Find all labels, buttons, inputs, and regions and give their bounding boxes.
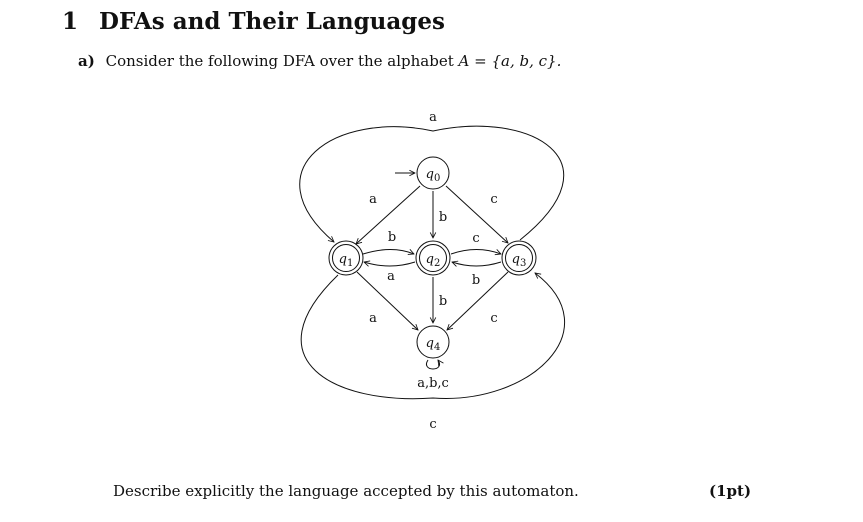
dfa-diagram: a a c b b c a b b a c a,b,c c q0 q1 q2 q… [299,110,566,432]
state-label: q2 [426,252,441,269]
label-q2-q1: a [387,269,395,284]
label-q2-q3: c [472,231,479,246]
state-q4: q4 [416,325,450,359]
section-number: 1 [62,8,79,35]
edge-q4-q4 [425,360,439,370]
section-title: DFAs and Their Languages [99,8,445,35]
part-text: Consider the following DFA over the alph… [105,52,454,70]
state-label: q3 [512,252,527,269]
state-label: q1 [339,252,354,269]
label-q3-q4: c [490,311,497,326]
question-prompt: Describe explicitly the language accepte… [113,482,579,500]
label-q0-q3: c [490,192,497,207]
label-q3-q1: a [429,110,437,125]
section-heading: 1 DFAs and Their Languages [62,8,445,35]
edge-q1-q3 [300,273,566,400]
label-q3-q2: b [472,273,480,288]
label-q1-q3: c [429,417,436,432]
edge-q0-q3 [445,185,508,243]
label-q0-q1: a [369,192,377,207]
alphabet-formula: A = {a, b, c}. [458,52,562,70]
label-q1-q4: a [369,311,377,326]
edge-q0-q1 [356,185,421,244]
label-q2-q4: b [439,294,447,309]
state-label: q4 [426,336,441,353]
edge-q2-q1 [364,262,416,266]
label-q4-loop: a,b,c [417,376,449,391]
edge-q3-q4 [447,271,509,330]
state-label: q0 [426,167,441,184]
part-a-statement: a) Consider the following DFA over the a… [78,52,561,70]
label-q1-q2: b [388,230,396,245]
edge-q3-q2 [452,262,502,266]
state-q0: q0 [416,156,450,190]
points-value: (1pt) [709,482,752,500]
edge-q1-q4 [356,271,418,330]
label-q0-q2: b [439,210,447,225]
edge-q2-q3 [450,249,501,255]
edge-q3-q1 [299,125,565,242]
edge-q1-q2 [362,249,414,255]
state-q2: q2 [415,240,451,276]
state-q3: q3 [501,240,537,276]
part-label: a) [78,52,95,70]
state-q1: q1 [328,240,364,276]
